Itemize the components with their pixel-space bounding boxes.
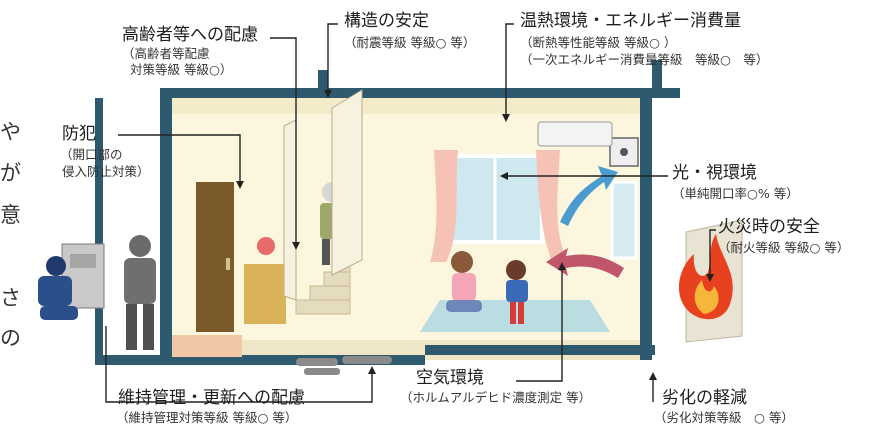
arrowhead-fire <box>706 274 714 282</box>
side-text-3: さ <box>0 286 21 310</box>
label-structure-sub: （耐震等級 等級○ 等） <box>344 35 476 50</box>
label-degradation-sub: （劣化対策等級 ○ 等） <box>654 410 794 425</box>
arrowhead-maintenance <box>368 366 376 374</box>
leader-fire <box>709 229 716 276</box>
label-degradation-title: 劣化の軽減 <box>662 388 747 408</box>
label-thermal-title: 温熱環境・エネルギー消費量 <box>520 11 741 31</box>
curtain-right <box>536 150 568 262</box>
mother-and-child-figures <box>446 251 528 324</box>
structural-frame <box>95 60 680 365</box>
fan-hub <box>620 148 628 156</box>
label-elderly-title: 高齢者等への配慮 <box>122 25 258 45</box>
ceiling-trim <box>172 96 650 114</box>
leader-lines <box>105 23 716 403</box>
arrowhead-air <box>558 262 566 270</box>
label-maintenance-title: 維持管理・更新への配慮 <box>118 388 305 408</box>
side-text-2: 意 <box>0 203 21 227</box>
leader-maintenance <box>105 326 373 403</box>
label-crime-sub2: 侵入防止対策） <box>62 164 150 179</box>
airflow-arrow-blue <box>560 166 618 226</box>
ventilation-fan-icon <box>609 137 639 167</box>
shoe-cabinet <box>244 264 286 324</box>
arrowhead-thermal <box>502 114 510 122</box>
label-structure-title: 構造の安定 <box>344 11 429 31</box>
label-fire-sub: （耐火等級 等級○ 等） <box>718 240 850 255</box>
leader-structure <box>327 23 338 92</box>
entrance-floor <box>172 335 242 357</box>
leader-elderly <box>270 37 297 244</box>
under-floor-pipes <box>296 356 392 375</box>
arrowhead-elderly <box>292 242 300 250</box>
label-light-sub: （単純開口率○% 等） <box>672 186 799 201</box>
air-conditioner <box>537 121 613 147</box>
arrowhead-structure <box>324 90 332 98</box>
label-elderly-sub1: （高齢者等配慮 <box>122 46 210 61</box>
side-text-4: の <box>0 326 21 350</box>
staircase <box>295 257 351 315</box>
label-fire-title: 火災時の安全 <box>718 217 820 237</box>
open-door-panel <box>283 119 297 301</box>
label-elderly-sub2: 対策等級 等級○） <box>130 62 233 77</box>
curtain-left <box>430 150 458 262</box>
side-text-1: が <box>0 161 21 185</box>
leader-thermal <box>505 23 514 116</box>
worker-crouching-figure <box>38 256 78 320</box>
worker-standing-figure <box>124 235 156 350</box>
fire-inner-icon <box>694 280 719 314</box>
label-thermal-sub1: （断熱等性能等級 等級○ ） <box>520 35 677 50</box>
airflow-arrow-red <box>546 248 624 278</box>
label-thermal-sub2: （一次エネルギー消費量等級 等級○ 等） <box>520 52 769 67</box>
fire-icon <box>678 234 733 320</box>
label-crime-sub1: （開口部の <box>60 147 123 162</box>
flower-pot-icon <box>257 237 275 255</box>
label-air-sub: （ホルムアルデヒド濃度測定 等） <box>400 390 592 405</box>
partition-wall <box>331 89 363 276</box>
label-light-title: 光・視環境 <box>672 163 757 183</box>
side-window <box>610 180 638 260</box>
label-crime-title: 防犯 <box>62 124 96 144</box>
leader-arrowheads <box>236 90 714 380</box>
label-air-title: 空気環境 <box>416 368 484 388</box>
leader-air <box>516 268 563 382</box>
arrowhead-degradation <box>649 372 657 380</box>
label-maintenance-sub: （維持管理対策等級 等級○ 等） <box>116 410 298 425</box>
arrowhead-light <box>500 172 508 180</box>
door-handle <box>226 258 230 270</box>
side-text-0: や <box>0 120 21 144</box>
front-door <box>196 182 234 332</box>
arrowhead-crime <box>236 181 244 189</box>
leader-crime <box>118 134 241 183</box>
